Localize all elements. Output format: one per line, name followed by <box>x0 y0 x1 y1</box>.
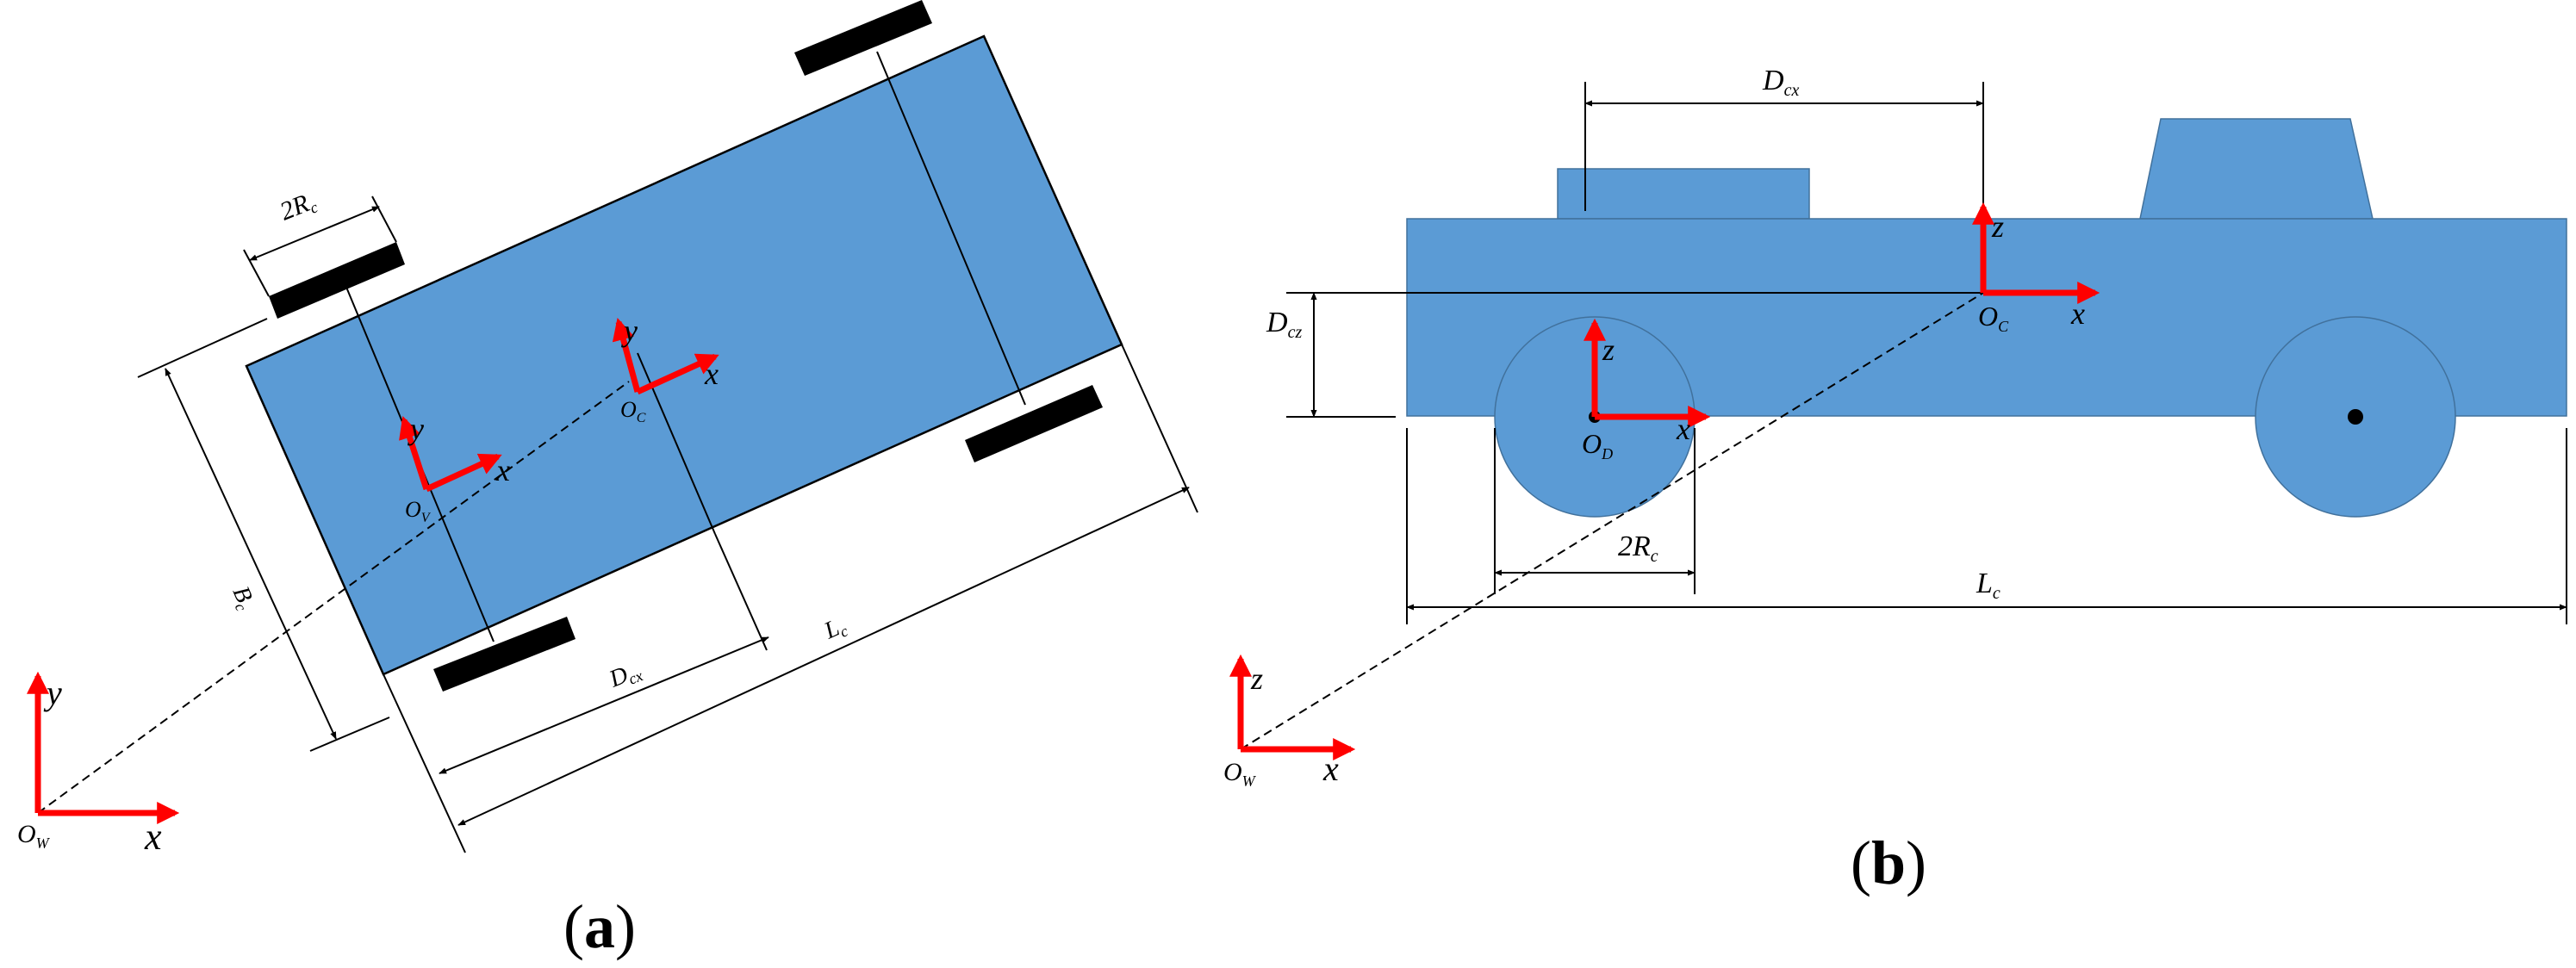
wheel-x-label: x <box>1676 412 1690 446</box>
world-y-label-a: y <box>43 673 62 712</box>
front-wheel-hub <box>2348 409 2363 425</box>
dim-label-wheel-b: 2Rc <box>1618 531 1658 566</box>
world-x-label-a: x <box>144 816 162 858</box>
ext-line-front <box>1121 344 1198 513</box>
center-x-label-a: x <box>704 357 719 391</box>
center-origin-label-b: OC <box>1978 301 2009 335</box>
dim-arrow-length-a <box>457 487 1190 826</box>
dim-arrow-wheel-a <box>249 206 380 261</box>
center-z-label-b: z <box>1991 209 2004 244</box>
panel-a: y x OW y x OV y x OC 2Rc Bc Dcx Lc (a) <box>17 0 1198 961</box>
ext-line-rear <box>383 673 466 853</box>
vehicle-x-label: x <box>495 453 510 487</box>
wheel-z-label: z <box>1602 332 1615 367</box>
dim-label-length-a: Lc <box>819 611 850 646</box>
world-frame-a <box>27 671 180 824</box>
center-origin-label-a: OC <box>620 397 646 425</box>
dim-label-offset-x: Dcx <box>1762 65 1799 100</box>
wheel-rear-left <box>269 242 405 319</box>
ext-line-wheel-b <box>371 195 397 243</box>
wheel-front-right <box>965 385 1103 462</box>
dim-label-width: Bc <box>226 582 260 613</box>
world-origin-label-a: OW <box>17 820 51 852</box>
ext-line-center <box>714 533 768 651</box>
ext-line-left-top <box>137 318 268 378</box>
dim-label-offset-z: Dcz <box>1266 307 1302 342</box>
world-origin-label-b: OW <box>1223 758 1257 790</box>
front-axle-line <box>876 51 1026 406</box>
dim-label-length-b: Lc <box>1976 568 2000 603</box>
panel-b-caption: (b) <box>1851 828 1926 897</box>
wheel-frame <box>1584 318 1711 428</box>
dim-label-offset-a: Dcx <box>605 656 645 695</box>
center-x-label-b: x <box>2070 296 2085 331</box>
world-x-label-b: x <box>1322 749 1339 788</box>
ext-line-left-bottom <box>309 717 390 752</box>
dim-arrow-width <box>165 368 337 740</box>
panel-a-caption: (a) <box>563 892 636 961</box>
center-frame-b <box>1972 202 2100 304</box>
cab <box>2139 118 2374 220</box>
vehicle-frame <box>399 416 502 493</box>
world-frame-b <box>1229 654 1356 760</box>
ext-line-wheel-a <box>243 249 270 297</box>
world-z-label-b: z <box>1250 661 1263 696</box>
center-frame-a <box>612 317 719 395</box>
dashed-origin-line-b <box>1240 292 1984 750</box>
wheel-front-left <box>794 0 932 76</box>
panel-b: z x OW z x OC z x OD Dcx Dcz 2Rc Lc (b) <box>1223 65 2567 897</box>
dim-label-wheel-a: 2Rc <box>276 186 320 227</box>
cargo-box <box>1557 168 1810 220</box>
center-y-label-a: y <box>621 313 638 348</box>
vehicle-origin-label: OV <box>405 497 432 525</box>
wheel-origin-label: OD <box>1582 428 1613 462</box>
vehicle-y-label: y <box>408 412 424 446</box>
